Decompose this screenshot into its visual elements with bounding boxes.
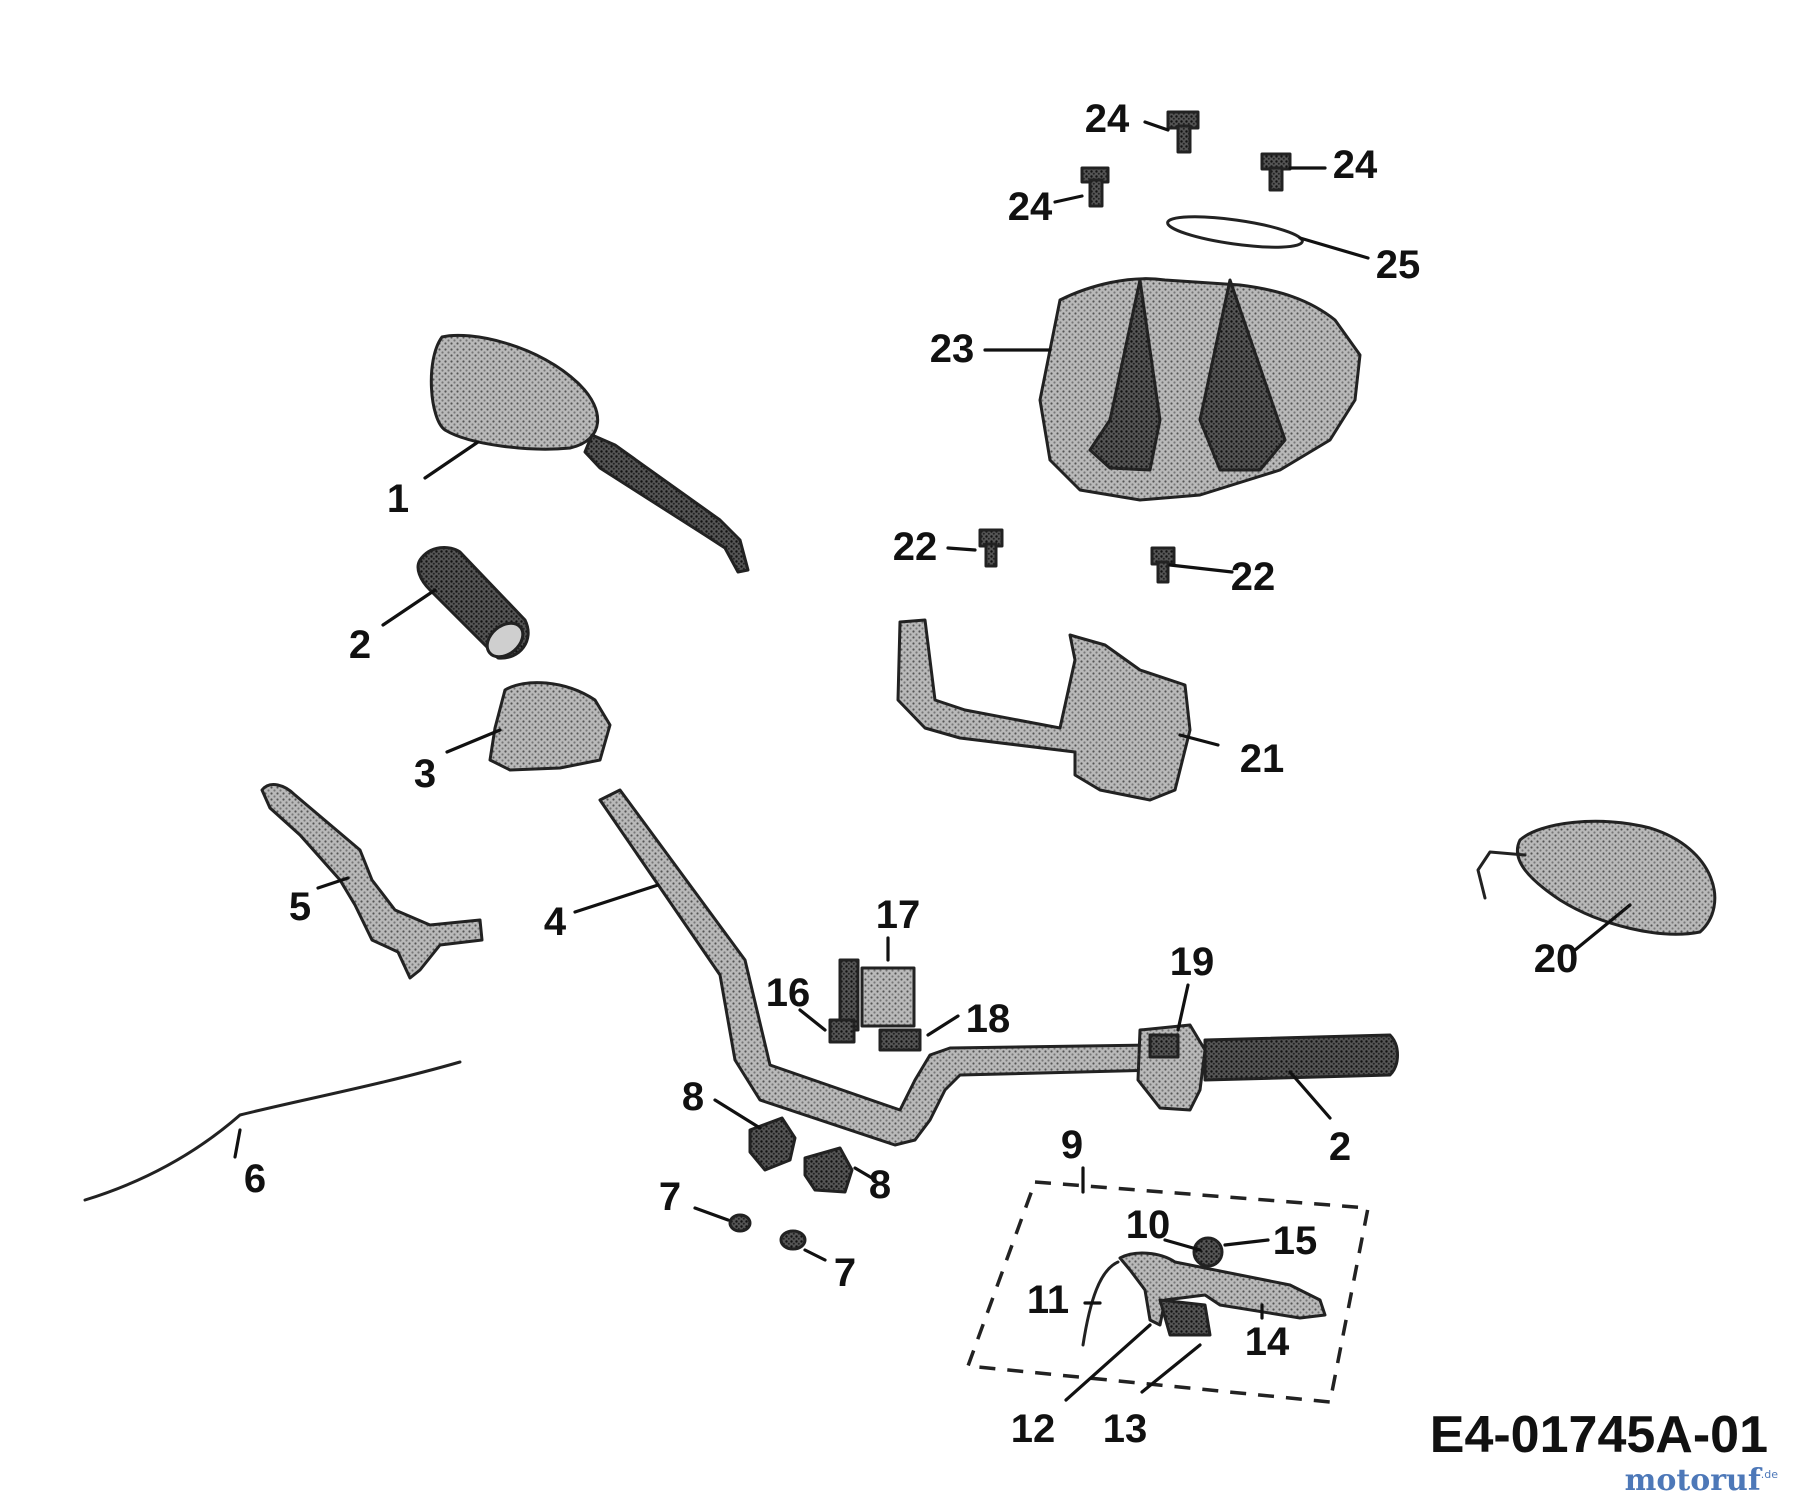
left-brake-lever [260, 783, 484, 980]
svg-text:motoruf.de: motoruf.de [1625, 1463, 1779, 1498]
left-mirror [429, 333, 750, 574]
callout-18: 18 [966, 997, 1011, 1041]
o-ring [1166, 215, 1304, 249]
watermark-suffix: .de [1761, 1468, 1778, 1481]
callout-3: 3 [414, 752, 436, 796]
brake-cable [83, 1060, 462, 1202]
callout-24-b: 24 [1333, 143, 1378, 187]
callout-8-b: 8 [869, 1163, 891, 1207]
left-grip [416, 546, 530, 660]
callout-7-a: 7 [659, 1175, 681, 1219]
callout-4: 4 [544, 900, 567, 944]
drawing-code: E4-01745A-01 [1430, 1406, 1768, 1464]
bracket-screws [978, 528, 1176, 584]
washers [728, 1213, 807, 1251]
clamp-nuts [748, 1116, 854, 1194]
callout-22-a: 22 [893, 525, 938, 569]
right-mirror [1476, 819, 1717, 936]
watermark-text: motoruf [1625, 1463, 1763, 1498]
brake-lever-assembly [965, 1180, 1371, 1404]
callout-16: 16 [766, 971, 811, 1015]
watermark: motoruf.de [1625, 1463, 1779, 1498]
callout-12: 12 [1011, 1407, 1056, 1451]
callout-7-b: 7 [834, 1251, 856, 1295]
callout-14: 14 [1245, 1320, 1290, 1364]
callout-2: 2 [349, 623, 371, 667]
leader-lines [233, 120, 1632, 1402]
callout-21: 21 [1240, 737, 1285, 781]
callout-5: 5 [289, 885, 311, 929]
callout-24-a: 24 [1085, 97, 1130, 141]
callout-2-right: 2 [1329, 1125, 1351, 1169]
callout-9: 9 [1061, 1123, 1083, 1167]
callout-11: 11 [1027, 1278, 1069, 1322]
mounting-bracket [896, 618, 1192, 802]
callout-23: 23 [930, 327, 975, 371]
callout-13: 13 [1103, 1407, 1148, 1451]
callout-17: 17 [876, 893, 921, 937]
callout-15: 15 [1273, 1219, 1318, 1263]
callout-25: 25 [1376, 243, 1421, 287]
callout-10: 10 [1126, 1203, 1171, 1247]
headlight-cover [1038, 277, 1362, 502]
callout-6: 6 [244, 1157, 266, 1201]
callout-22-b: 22 [1231, 555, 1276, 599]
callout-labels: 1 2 3 4 5 6 7 7 8 8 9 10 11 12 13 14 15 … [244, 97, 1578, 1451]
left-switch [488, 681, 612, 772]
right-grip [1203, 1033, 1399, 1082]
callout-1: 1 [387, 477, 409, 521]
callout-20: 20 [1534, 937, 1579, 981]
callout-19: 19 [1170, 940, 1215, 984]
callout-8-a: 8 [682, 1075, 704, 1119]
handlebar-clamp [828, 958, 922, 1052]
right-switch [1136, 1023, 1207, 1112]
callout-24-c: 24 [1008, 185, 1053, 229]
cover-screws [1080, 110, 1292, 208]
